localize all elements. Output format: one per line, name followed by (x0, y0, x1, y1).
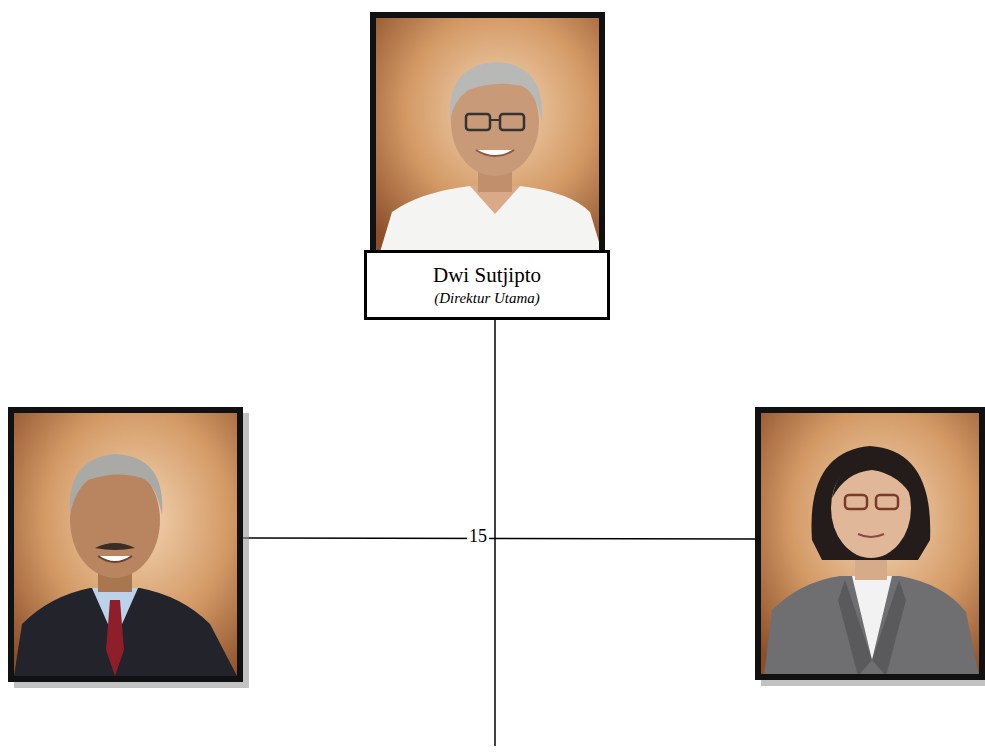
org-line (494, 318, 496, 746)
portrait-photo (755, 407, 985, 686)
person-name: Dwi Sutjipto (433, 263, 541, 288)
portrait-photo (8, 407, 249, 688)
name-box: Dwi Sutjipto(Direktur Utama) (364, 250, 610, 320)
org-line (243, 538, 755, 539)
page-number: 15 (467, 527, 489, 547)
portrait-photo (370, 12, 605, 252)
job-title: (Direktur Utama) (434, 289, 540, 307)
